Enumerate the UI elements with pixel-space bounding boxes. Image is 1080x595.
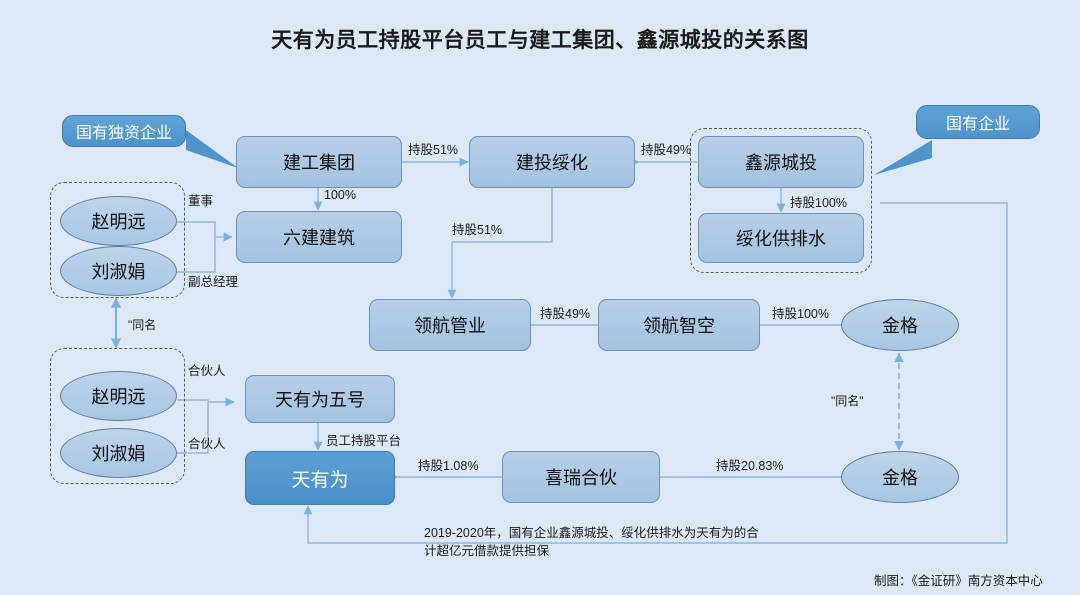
credit-line: 制图：《金证研》南方资本中心 xyxy=(874,574,1043,588)
node-jinge-top[interactable]: 金格 xyxy=(841,299,959,351)
node-tianyouwei[interactable]: 天有为 xyxy=(245,451,395,505)
node-liujian-jianzhu[interactable]: 六建建筑 xyxy=(236,211,402,263)
edge-label-jiantou-to-linghang: 持股51% xyxy=(452,223,503,237)
node-label: 领航智空 xyxy=(643,316,715,336)
callout-state-sole-label: 国有独资企业 xyxy=(75,125,172,142)
group-frame-partners xyxy=(50,348,185,484)
node-linghang-guanye[interactable]: 领航管业 xyxy=(369,299,531,351)
node-xinyuan-chengtou[interactable]: 鑫源城投 xyxy=(698,136,864,188)
page-title: 天有为员工持股平台员工与建工集团、鑫源城投的关系图 xyxy=(271,29,809,52)
node-person-zhao-partner[interactable]: 赵明远 xyxy=(60,371,177,421)
edge-label-xinyuan-to-jiantou: 持股49% xyxy=(641,143,692,157)
edge-label-liu-partner: 合伙人 xyxy=(188,437,226,451)
callout-state-owned-enterprise: 国有企业 xyxy=(916,105,1040,139)
node-label: 刘淑娟 xyxy=(91,444,146,464)
group-frame-directors xyxy=(50,182,185,298)
edge-label-xirui-to-tianyouwei: 持股1.08% xyxy=(418,459,479,473)
edge-label-jinge-to-zhikong: 持股100% xyxy=(772,307,829,321)
node-tianyouwei-wuhao[interactable]: 天有为五号 xyxy=(245,375,395,423)
node-person-zhao-director[interactable]: 赵明远 xyxy=(60,196,177,246)
node-jiangong-jituan[interactable]: 建工集团 xyxy=(236,136,402,188)
edge-label-zhao-partner: 合伙人 xyxy=(188,364,226,378)
node-label: 赵明远 xyxy=(91,212,146,232)
node-jiantou-suihua[interactable]: 建投绥化 xyxy=(469,136,635,188)
node-jinge-bottom[interactable]: 金格 xyxy=(841,451,959,503)
edge-label-jiangong-to-jiantou: 持股51% xyxy=(408,143,459,157)
node-label: 刘淑娟 xyxy=(91,262,146,282)
edge-label-jinge-to-xirui: 持股20.83% xyxy=(716,459,784,473)
group-frame-state-owned xyxy=(690,128,872,273)
node-xirui-hehuo[interactable]: 喜瑞合伙 xyxy=(502,451,660,503)
edge-label-liu-vice-gm: 副总经理 xyxy=(188,275,239,289)
callout-state-sole-enterprise: 国有独资企业 xyxy=(62,115,186,147)
guarantee-annotation: 2019-2020年，国有企业鑫源城投、绥化供排水为天有为的合 计超亿元借款提供… xyxy=(424,526,759,558)
node-person-liu-partner[interactable]: 刘淑娟 xyxy=(60,428,177,478)
callout-state-owned-label: 国有企业 xyxy=(945,116,1010,133)
node-label: 六建建筑 xyxy=(283,228,355,248)
node-label: 建工集团 xyxy=(283,153,355,173)
node-suihua-gongpaishui[interactable]: 绥化供排水 xyxy=(698,213,864,263)
node-label: 建投绥化 xyxy=(516,153,588,173)
edge-label-jiangong-to-liujian: 100% xyxy=(324,188,356,202)
node-label: 绥化供排水 xyxy=(736,229,826,249)
node-label: 鑫源城投 xyxy=(745,153,817,173)
node-label: 赵明远 xyxy=(91,387,146,407)
edge-label-employee-platform: 员工持股平台 xyxy=(326,434,402,448)
node-person-liu-vice-gm[interactable]: 刘淑娟 xyxy=(60,246,177,296)
edge-label-same-name-left: "同名 xyxy=(128,318,157,332)
node-label: 金格 xyxy=(882,316,918,336)
node-label: 金格 xyxy=(882,468,918,488)
node-label: 喜瑞合伙 xyxy=(545,468,617,488)
edge-label-zhao-director: 董事 xyxy=(188,194,214,208)
edge-label-zhikong-to-guanye: 持股49% xyxy=(540,307,591,321)
edge-label-xinyuan-to-suihua: 持股100% xyxy=(790,196,847,210)
node-label: 天有为 xyxy=(291,469,349,491)
edge-label-same-name-right: "同名" xyxy=(831,394,864,408)
node-label: 领航管业 xyxy=(414,316,486,336)
node-linghang-zhikong[interactable]: 领航智空 xyxy=(598,299,760,351)
node-label: 天有为五号 xyxy=(275,390,365,410)
